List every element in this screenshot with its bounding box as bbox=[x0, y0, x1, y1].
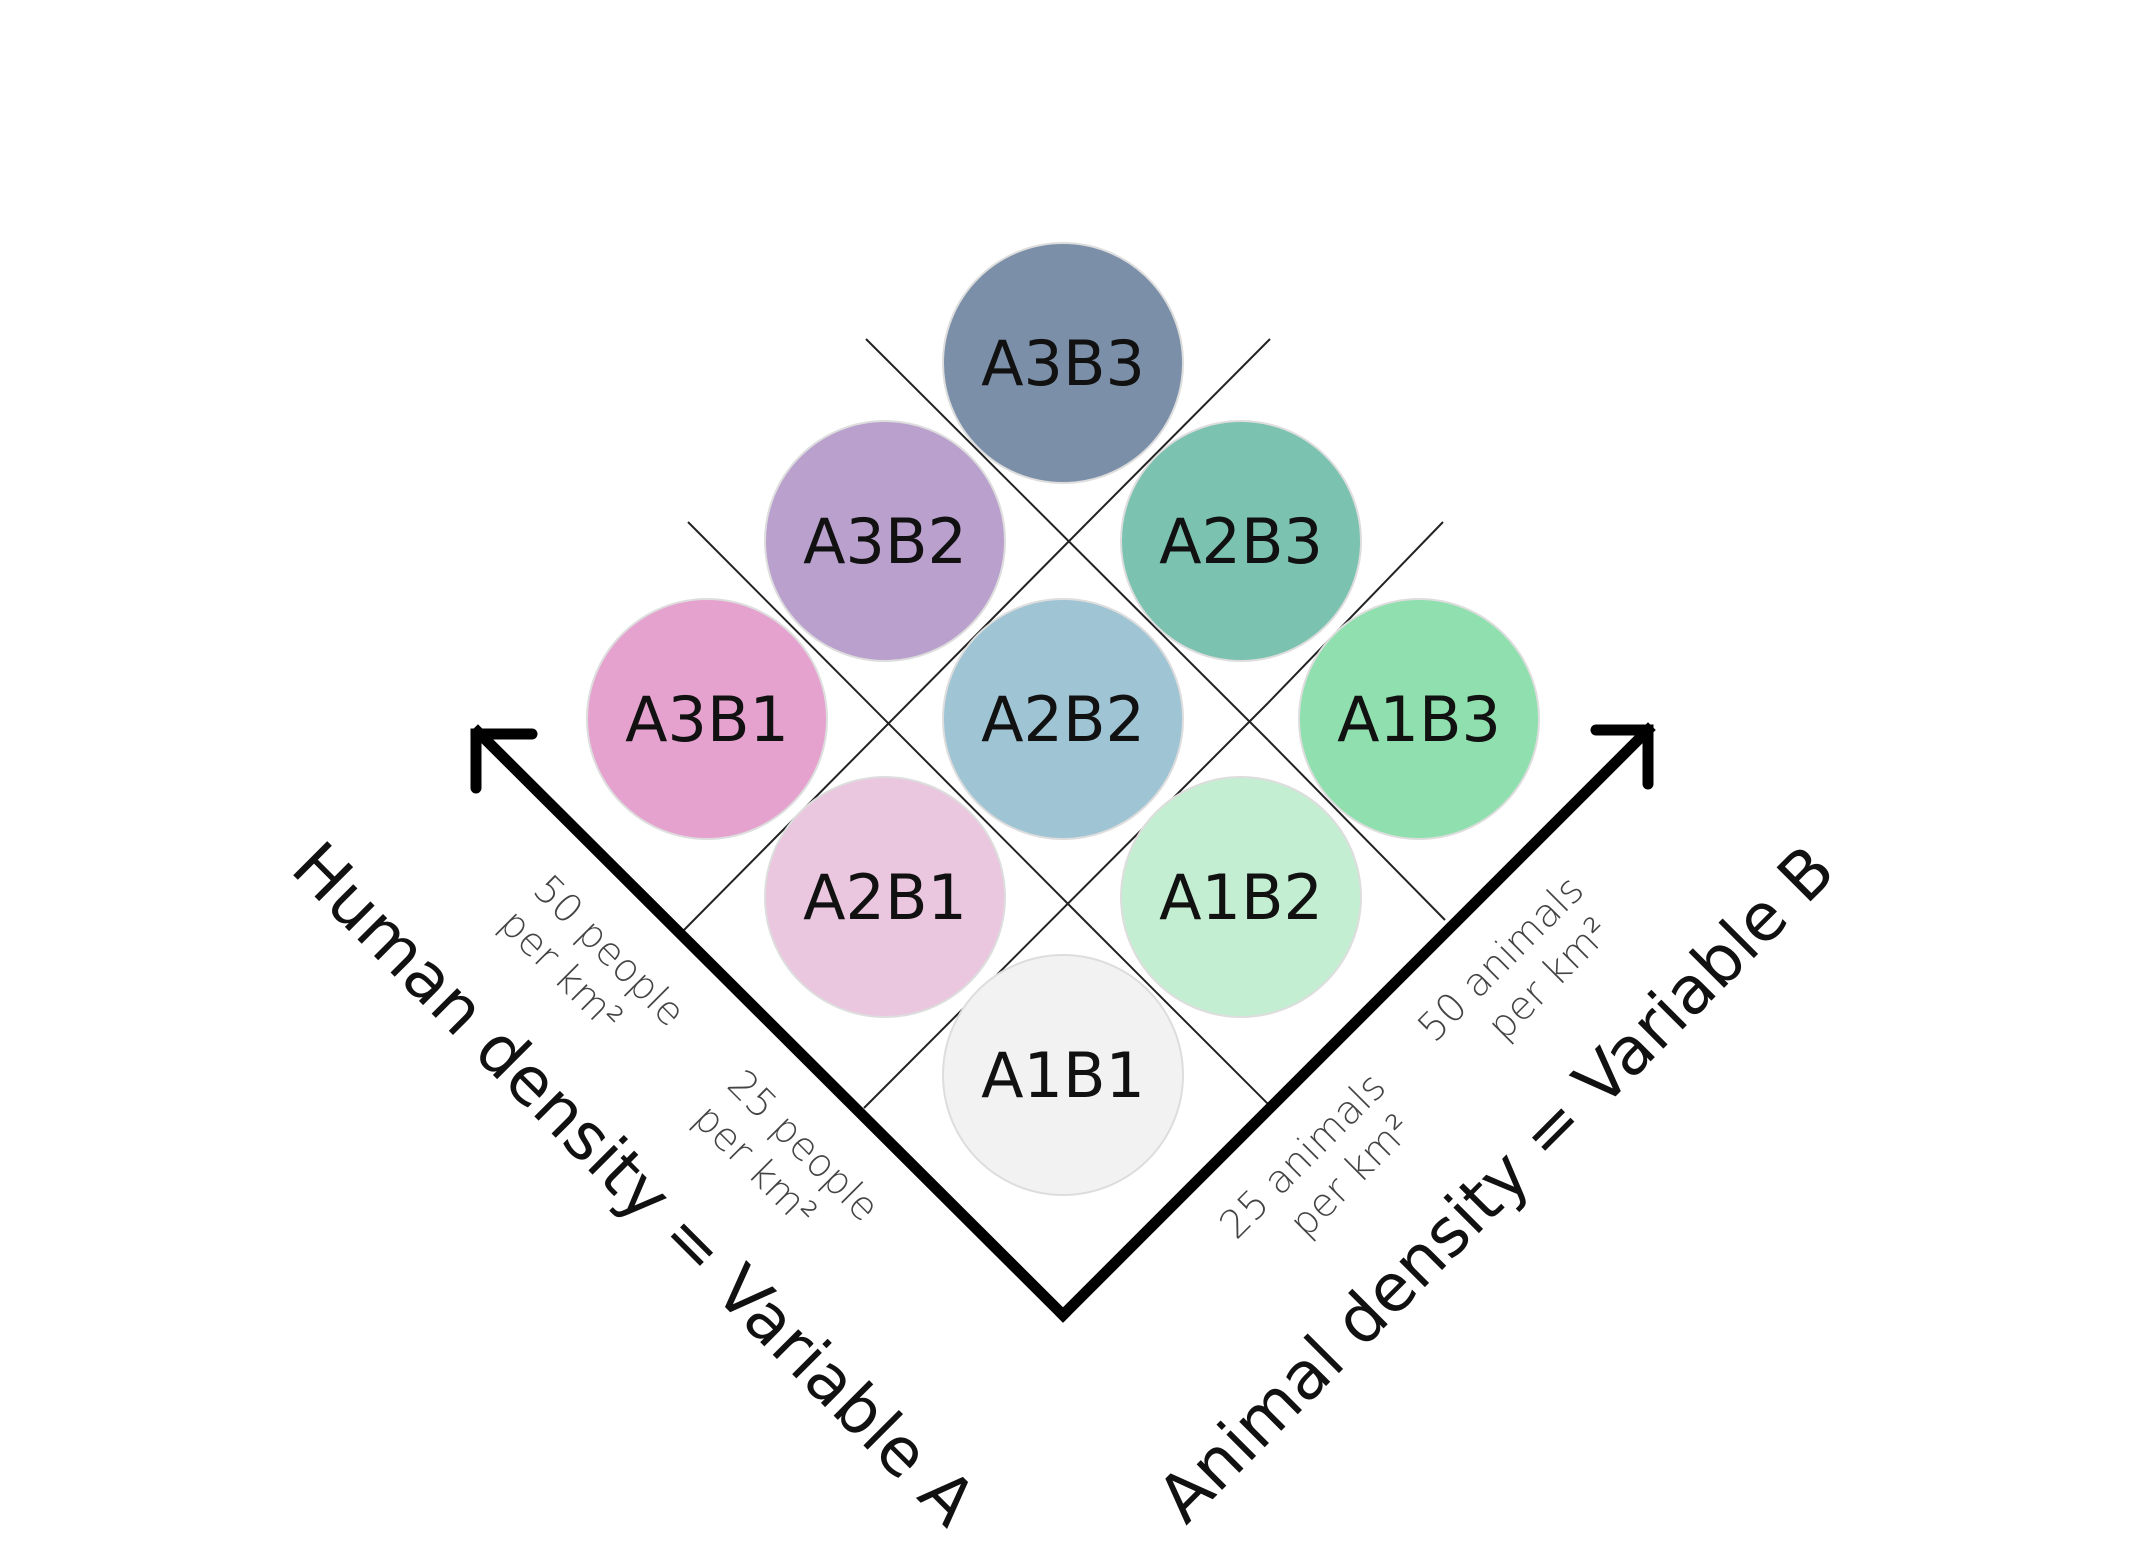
cell-circle bbox=[764, 776, 1006, 1018]
cell-label: A3B1 bbox=[625, 683, 789, 756]
grid-line-a-low bbox=[865, 338, 1269, 741]
cell-a3b1: A3B1 bbox=[586, 598, 828, 840]
grid-line-b-high bbox=[683, 523, 1087, 931]
cell-circle bbox=[942, 242, 1184, 484]
cell-label: A1B1 bbox=[981, 1039, 1145, 1112]
grid-line-b-outer-top bbox=[1267, 521, 1444, 704]
cell-circle bbox=[1298, 598, 1540, 840]
grid-line-b-low bbox=[863, 702, 1269, 1109]
grid-line-b-outer bbox=[1267, 739, 1446, 921]
cell-label: A2B3 bbox=[1159, 505, 1323, 578]
axes bbox=[470, 722, 1656, 1323]
cell-a1b3: A1B3 bbox=[1298, 598, 1540, 840]
cell-a2b1: A2B1 bbox=[764, 776, 1006, 1018]
grid-line-b-edge bbox=[1091, 927, 1273, 1109]
grid-line-a-edge bbox=[1085, 338, 1271, 525]
cell-a1b1: A1B1 bbox=[942, 954, 1184, 1196]
grid-line-a-high bbox=[687, 521, 1093, 929]
cell-label: A2B2 bbox=[981, 683, 1145, 756]
cell-circle bbox=[1120, 776, 1362, 1018]
cell-label: A1B3 bbox=[1337, 683, 1501, 756]
axis-a-line bbox=[470, 724, 1071, 1323]
cell-label: A3B2 bbox=[803, 505, 967, 578]
cell-label: A3B3 bbox=[981, 327, 1145, 400]
axis-b-arrowhead bbox=[1590, 724, 1654, 790]
cell-a3b3: A3B3 bbox=[942, 242, 1184, 484]
axis-b-line bbox=[1055, 722, 1656, 1323]
cell-circle bbox=[1120, 420, 1362, 662]
grid-lines bbox=[683, 338, 1446, 1109]
cell-label: A1B2 bbox=[1159, 861, 1323, 934]
cell-a3b2: A3B2 bbox=[764, 420, 1006, 662]
cell-label: A2B1 bbox=[803, 861, 967, 934]
cell-circle bbox=[942, 954, 1184, 1196]
cell-a1b2: A1B2 bbox=[1120, 776, 1362, 1018]
cell-circle bbox=[764, 420, 1006, 662]
axis-a-arrowhead bbox=[470, 728, 538, 794]
cell-circle bbox=[586, 598, 828, 840]
cell-a2b2: A2B2 bbox=[942, 598, 1184, 840]
cell-circle bbox=[942, 598, 1184, 840]
cell-a2b3: A2B3 bbox=[1120, 420, 1362, 662]
